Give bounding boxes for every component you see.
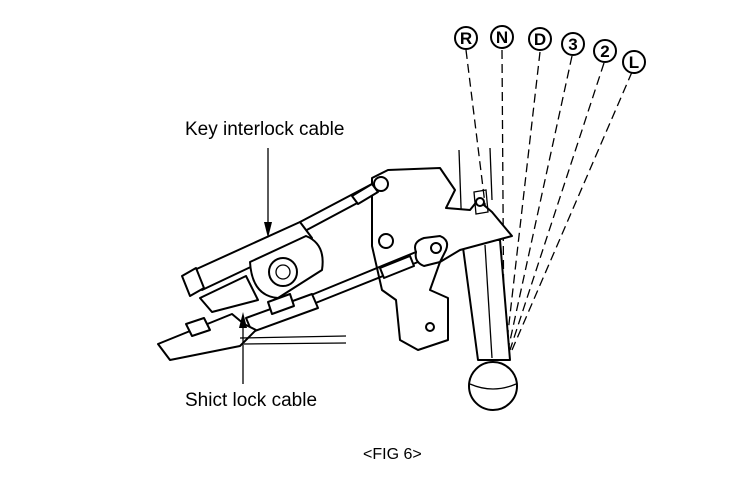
- dash-line-l: [511, 71, 633, 351]
- shift-lock-arrow-icon: [239, 312, 247, 328]
- gear-marker-d: D: [528, 27, 552, 51]
- gear-label-l: L: [629, 53, 639, 72]
- gear-label-3: 3: [568, 35, 577, 54]
- gear-marker-2: 2: [593, 39, 617, 63]
- key-interlock-cable-label: Key interlock cable: [185, 119, 344, 140]
- shift-lock-cable-assembly: [157, 251, 419, 361]
- dash-line-d: [505, 51, 541, 351]
- shift-lock-cable-label: Shict lock cable: [185, 390, 317, 411]
- gear-indicator-group: R N D 3 2 L: [454, 25, 646, 351]
- gear-marker-l: L: [622, 50, 646, 74]
- shift-lever: [458, 147, 518, 411]
- gear-marker-r: R: [454, 26, 478, 50]
- gear-marker-3: 3: [561, 32, 585, 56]
- gear-label-r: R: [460, 29, 472, 48]
- dash-line-2: [509, 62, 605, 351]
- key-interlock-cable-assembly: [181, 183, 379, 313]
- key-interlock-arrow-icon: [264, 222, 272, 238]
- gear-label-n: N: [496, 28, 508, 47]
- dash-line-3: [507, 55, 573, 351]
- leader-arrows: [239, 148, 272, 384]
- gear-marker-n: N: [490, 25, 514, 49]
- shift-knob: [468, 361, 518, 411]
- shift-bracket: [371, 167, 513, 351]
- gear-label-2: 2: [600, 42, 609, 61]
- gear-label-d: D: [534, 30, 546, 49]
- figure-caption: <FIG 6>: [363, 446, 422, 463]
- dash-line-n: [501, 49, 505, 351]
- dash-line-r: [465, 49, 504, 351]
